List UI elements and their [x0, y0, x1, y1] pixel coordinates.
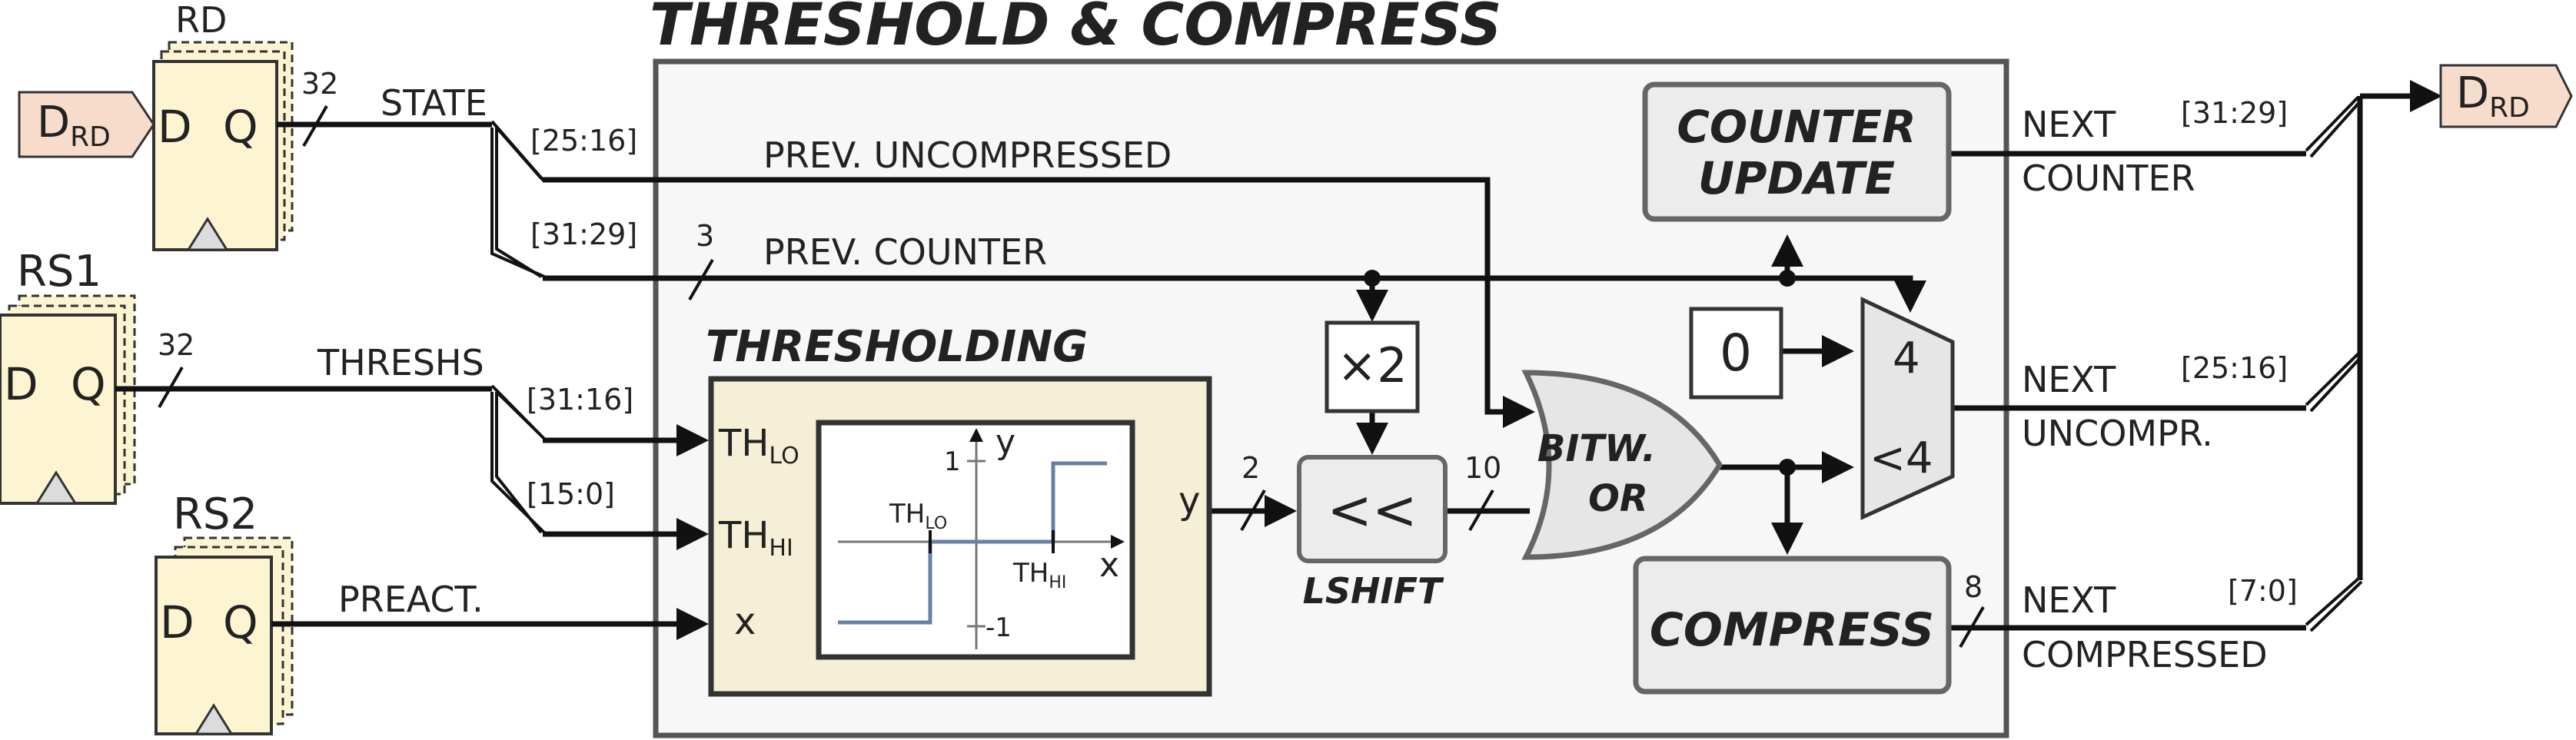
counter-update-block: COUNTER UPDATE — [1642, 81, 1952, 222]
width-y: 2 — [1241, 451, 1260, 485]
zero-constant: 0 — [1689, 307, 1783, 400]
register-rd-q: Q — [223, 101, 258, 153]
register-rd-d: D — [158, 101, 192, 153]
thresholding-title: THRESHOLDING — [706, 322, 1088, 372]
input-d-rd-main: D — [37, 98, 70, 148]
input-d-rd: DRD — [18, 91, 155, 158]
svg-text:THLO: THLO — [718, 422, 799, 470]
width-compress: 8 — [1964, 570, 1983, 604]
compress-label: COMPRESS — [1650, 603, 1934, 657]
mux-block: 4 <4 — [1860, 297, 1955, 520]
next-compressed-slice: [7:0] — [2228, 574, 2298, 608]
output-d-rd: DRD — [2439, 64, 2573, 128]
counter-update-line2: UPDATE — [1698, 152, 1895, 204]
width-lshift: 10 — [1464, 451, 1501, 485]
lshift-name: LSHIFT — [1303, 570, 1444, 612]
slice-thresh-lo: [31:16] — [527, 383, 633, 416]
next-counter-line1: NEXT — [2022, 104, 2116, 145]
svg-text:THLO: THLO — [889, 499, 947, 533]
lshift-block: << LSHIFT — [1297, 455, 1448, 612]
graph-y-axis-label: y — [995, 423, 1015, 462]
clock-icon — [35, 470, 78, 505]
width-prev-counter: 3 — [696, 219, 714, 253]
bitwise-or-line2: OR — [1588, 477, 1648, 520]
clock-icon — [194, 703, 234, 735]
next-compressed-line1: NEXT — [2022, 579, 2116, 621]
next-uncompressed-line1: NEXT — [2022, 359, 2116, 400]
width-rs1: 32 — [158, 328, 194, 362]
thresholding-block: THRESHOLDING THLO THHI x y y x 1 -1 THLO… — [706, 322, 1212, 697]
svg-text:DRD: DRD — [37, 98, 111, 153]
register-rs2-q: Q — [223, 596, 258, 649]
register-rd: RD D Q — [152, 0, 294, 251]
next-uncompressed-slice: [25:16] — [2181, 351, 2288, 385]
svg-text:DRD: DRD — [2456, 68, 2530, 124]
input-d-rd-sub: RD — [70, 121, 111, 153]
port-th-hi-main: TH — [718, 514, 769, 557]
register-rs1-d: D — [4, 358, 38, 410]
bitwise-or-line1: BITW. — [1537, 427, 1656, 470]
graph-th-lo-main: TH — [889, 499, 925, 529]
register-rs2: RS2 D Q — [155, 489, 294, 735]
lshift-symbol: << — [1327, 479, 1417, 542]
port-x: x — [734, 600, 756, 643]
svg-text:THHI: THHI — [718, 514, 793, 562]
graph-tick-neg: -1 — [986, 612, 1012, 643]
width-rd: 32 — [301, 67, 338, 101]
signal-prev-uncompressed: PREV. UNCOMPRESSED — [763, 134, 1172, 176]
output-d-rd-main: D — [2456, 68, 2489, 118]
wires — [115, 80, 2442, 648]
port-y: y — [1178, 480, 1200, 523]
output-d-rd-sub: RD — [2489, 92, 2530, 124]
register-rs1: RS1 D Q — [0, 247, 136, 505]
slice-state-counter: [31:29] — [530, 217, 637, 251]
next-counter-line2: COUNTER — [2022, 158, 2195, 199]
svg-text:THHI: THHI — [1012, 558, 1066, 592]
port-th-hi-sub: HI — [769, 535, 793, 562]
register-rs1-name: RS1 — [17, 247, 101, 297]
register-rd-name: RD — [175, 0, 227, 41]
step-curve — [838, 461, 1107, 625]
bitwise-or-gate: BITW. OR — [1521, 370, 1723, 560]
signal-preact: PREACT. — [338, 579, 484, 620]
next-counter-slice: [31:29] — [2181, 96, 2288, 130]
next-compressed-line2: COMPRESSED — [2022, 634, 2268, 675]
step-function-graph: y x 1 -1 THLO THHI — [816, 420, 1135, 660]
junction-dot — [1779, 459, 1796, 476]
signal-threshs: THRESHS — [317, 342, 484, 383]
times2-block: ×2 — [1325, 320, 1420, 413]
mux-in2: <4 — [1870, 433, 1933, 483]
port-th-lo-main: TH — [718, 422, 769, 465]
register-rs2-d: D — [160, 596, 194, 649]
register-rs2-name: RS2 — [173, 489, 258, 539]
counter-update-line1: COUNTER — [1677, 101, 1916, 153]
graph-x-axis-label: x — [1099, 546, 1119, 585]
register-rs1-q: Q — [71, 358, 106, 410]
slice-thresh-hi: [15:0] — [527, 477, 615, 511]
port-th-lo-sub: LO — [769, 443, 799, 470]
junction-dot — [1364, 270, 1381, 287]
zero-label: 0 — [1720, 324, 1752, 383]
junction-dot — [1779, 270, 1796, 287]
next-uncompressed-line2: UNCOMPR. — [2022, 413, 2213, 454]
times2-label: ×2 — [1337, 337, 1407, 393]
signal-prev-counter: PREV. COUNTER — [763, 231, 1047, 273]
graph-tick-pos: 1 — [944, 446, 961, 477]
slice-state-uncompressed: [25:16] — [530, 124, 637, 158]
clock-icon — [186, 217, 229, 251]
mux-in1: 4 — [1893, 333, 1920, 383]
diagram-title: THRESHOLD & COMPRESS — [650, 0, 1501, 58]
graph-th-hi-main: TH — [1012, 558, 1049, 589]
graph-th-lo-sub: LO — [925, 514, 947, 533]
signal-state: STATE — [381, 82, 487, 124]
graph-th-hi-sub: HI — [1049, 573, 1066, 592]
compress-block: COMPRESS — [1633, 556, 1952, 695]
